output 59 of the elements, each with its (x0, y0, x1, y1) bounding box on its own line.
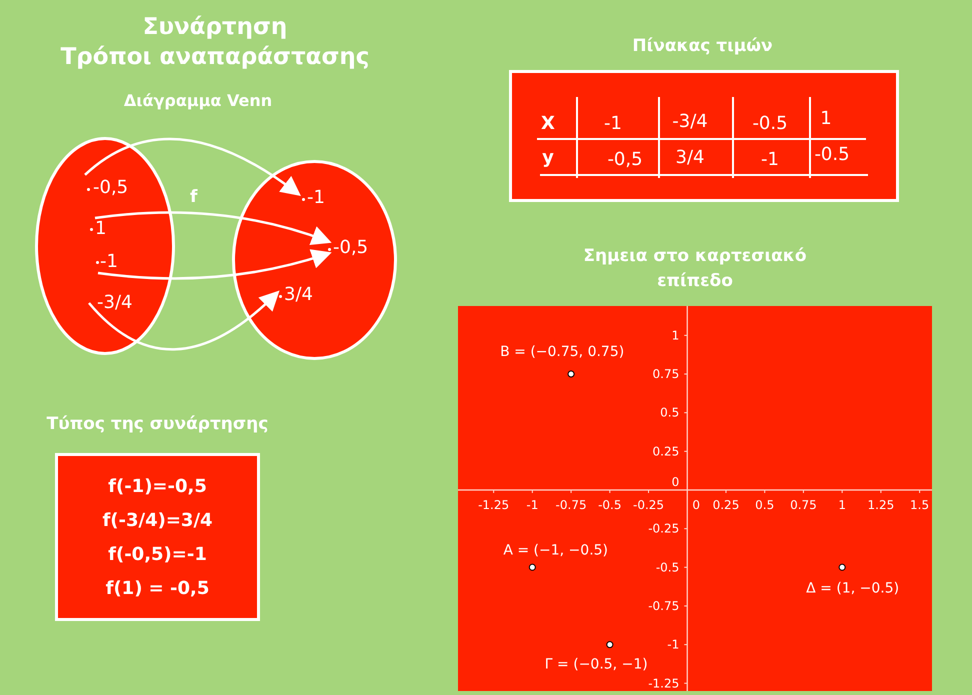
point-label: Γ = (−0.5, −1) (544, 656, 648, 673)
tick-label: 0.75 (652, 367, 680, 382)
tick-label: -0.5 (656, 560, 680, 574)
tick-label: -0.75 (556, 498, 587, 512)
point-label: Δ = (1, −0.5) (806, 580, 900, 596)
set-element: 3/4 (284, 284, 313, 306)
formula: f(-3/4)=3/4 (102, 508, 213, 532)
mapping-arrow (88, 290, 280, 350)
formula: f(-1)=-0,5 (108, 474, 207, 498)
mapping-arrow (84, 138, 302, 196)
point-label: A = (−1, −0.5) (503, 542, 608, 558)
tick-label: -1 (667, 638, 680, 652)
table-cell-text: 3/4 (676, 147, 704, 169)
origin-label: 0 (672, 475, 680, 489)
mapping-arrow (94, 211, 332, 246)
formula: f(-0,5)=-1 (108, 542, 207, 566)
chart-title: Σημεια στο καρτεσιακό επίπεδο (582, 245, 808, 293)
tick-label: -1 (526, 498, 538, 512)
table-cell-text: X (541, 113, 555, 135)
table-cell-text: 1 (820, 108, 832, 130)
set-element: -1 (307, 187, 325, 209)
table-cell-text: -0.5 (814, 144, 850, 166)
tick-label: 0.25 (712, 498, 740, 512)
tick-label: 0.25 (652, 444, 680, 458)
tick-label: -0.25 (633, 498, 664, 512)
table-cell-text: -0.5 (752, 113, 788, 135)
table-cell-text: -3/4 (672, 111, 708, 133)
table-cell-text: -1 (761, 149, 779, 171)
title: Συνάρτηση Τρόποι αναπαράστασης (60, 13, 370, 72)
tick-label: 0.75 (790, 498, 817, 512)
table-cell-text: -1 (604, 113, 622, 135)
tick-label: 1.5 (910, 498, 930, 512)
set-element: -1 (100, 251, 118, 273)
tick-label: -0.25 (648, 522, 680, 536)
tick-label: -1.25 (648, 676, 680, 690)
set-element: -3/4 (97, 292, 132, 314)
panel-heading: Τύπος της συνάρτησης (46, 413, 270, 436)
tick-label: 1 (838, 498, 846, 512)
table-cell-text: y (542, 147, 554, 169)
panel-heading: Πίνακας τιμών (631, 35, 774, 58)
section-heading: Διάγραμμα Venn (122, 90, 274, 112)
tick-label: 1 (672, 328, 680, 342)
tick-label: 0.5 (660, 406, 680, 420)
set-element: 1 (95, 218, 106, 240)
point-label: B = (−0.75, 0.75) (500, 344, 624, 360)
tick-label: 1.25 (868, 498, 894, 512)
set-ellipse (35, 137, 175, 355)
function-label: f (190, 186, 198, 209)
tick-label: -0.75 (648, 598, 680, 613)
set-ellipse (232, 160, 397, 360)
set-element: -0,5 (93, 177, 128, 199)
tick-label: 0.5 (755, 498, 774, 512)
set-element: -0,5 (333, 237, 368, 259)
tick-label: -0.5 (598, 498, 622, 512)
origin-label: 0 (692, 498, 700, 512)
formula: f(1) = -0,5 (106, 576, 210, 600)
tick-label: -1.25 (478, 498, 510, 512)
table-cell-text: -0,5 (607, 149, 643, 171)
mapping-arrow (98, 248, 332, 280)
